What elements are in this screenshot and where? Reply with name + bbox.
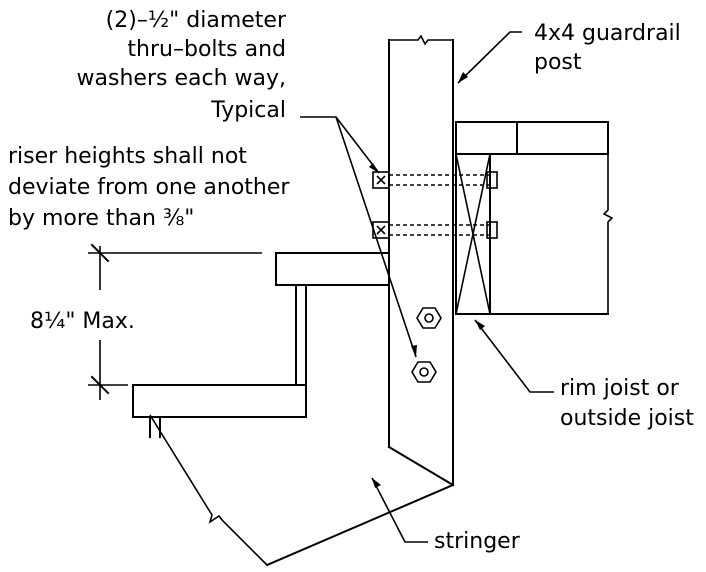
leader-lines [300,31,554,543]
bolts-note-line-4: Typical [210,98,286,123]
thru-bolts [372,171,498,383]
guardrail-post [387,34,455,487]
post-label-line-1: 4x4 guardrail [534,21,681,46]
riser-note-line-1: riser heights shall not [8,144,247,169]
rim-joist [455,121,614,315]
bolts-note-line-1: (2)–½" diameter [106,8,287,33]
rim-label-line-1: rim joist or [560,376,680,401]
riser-note-line-2: deviate from one another [8,175,290,200]
bolts-note-line-3: washers each way, [77,66,286,91]
hex-nut-lower [411,361,437,383]
riser-note-line-3: by more than ⅜" [8,206,194,231]
bolt-head-upper [372,171,390,189]
post-label-line-2: post [534,50,582,75]
rim-label-line-2: outside joist [560,406,694,431]
riser-dimension [88,243,262,400]
hex-nut-upper [416,307,442,329]
stringer-label: stringer [434,529,521,554]
stair-treads [132,252,390,438]
riser-dimension-label: 8¼" Max. [30,309,135,334]
bolts-note-line-2: thru–bolts and [127,37,286,62]
stringer [149,414,455,567]
